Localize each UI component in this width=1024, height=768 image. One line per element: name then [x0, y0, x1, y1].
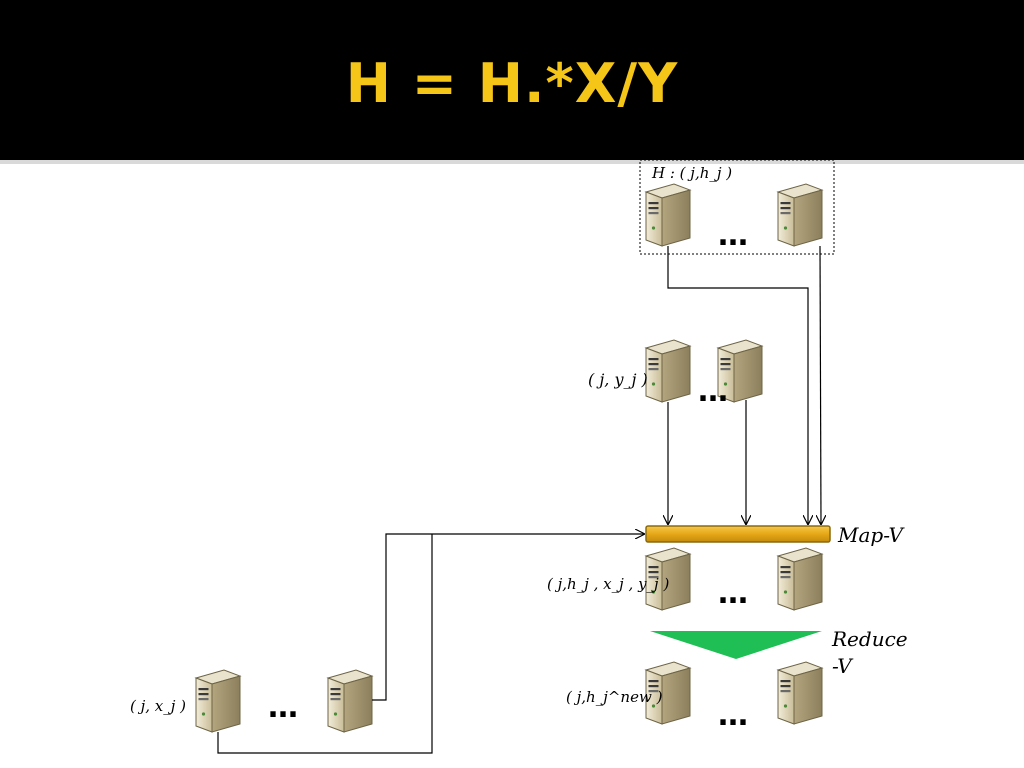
- server-icon: [777, 661, 823, 725]
- slide-title: H = H.*X/Y: [345, 52, 679, 115]
- x-to-map-arrow: [372, 534, 644, 701]
- reduce-output-label: ( j,h_j^new ): [566, 688, 663, 706]
- h-to-map-arrow: [667, 246, 808, 524]
- ellipsis: …: [718, 576, 748, 611]
- y-group-label: ( j, y_j ): [588, 370, 648, 389]
- h-group-label: H : ( j,h_j ): [652, 164, 733, 182]
- reduce-v-funnel: [650, 631, 822, 659]
- reduce-v-label-line1: Reduce: [832, 627, 908, 651]
- ellipsis: …: [718, 218, 748, 253]
- ellipsis: …: [718, 698, 748, 733]
- title-bar: [0, 0, 1024, 160]
- ellipsis: …: [698, 374, 728, 409]
- map-v-label: Map-V: [838, 523, 903, 547]
- server-icon: [195, 669, 241, 733]
- reduce-v-label-line2: -V: [832, 654, 852, 678]
- title-divider: [0, 160, 1024, 164]
- server-icon: [777, 547, 823, 611]
- map-input-label: ( j,h_j , x_j , y_j ): [547, 575, 670, 593]
- map-v-bar: [645, 525, 831, 543]
- connector-lines: [217, 245, 821, 754]
- server-icon: [645, 339, 691, 403]
- h-to-map-arrow: [820, 245, 821, 524]
- server-icon: [645, 183, 691, 247]
- ellipsis: …: [268, 690, 298, 725]
- x-group-label: ( j, x_j ): [130, 697, 187, 715]
- x-to-map-line: [217, 534, 433, 754]
- server-icon: [327, 669, 373, 733]
- server-icon: [777, 183, 823, 247]
- h-group-box: [639, 159, 835, 255]
